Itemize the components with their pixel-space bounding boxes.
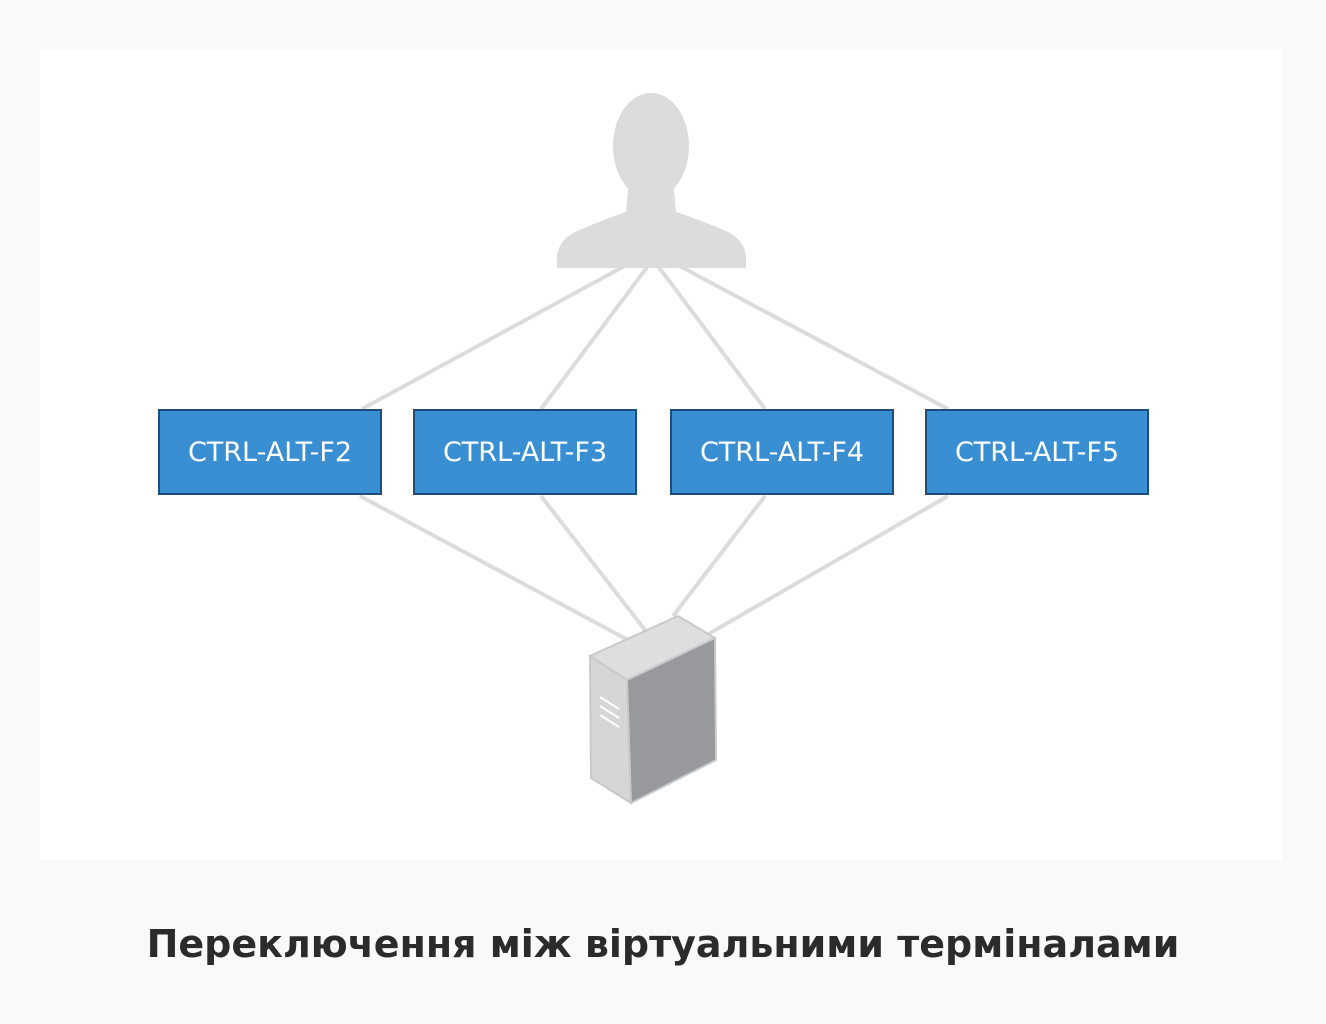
terminal-label-f2: CTRL-ALT-F2 — [187, 436, 353, 468]
connector-f2-server — [359, 494, 629, 642]
connector-user-f2 — [361, 260, 633, 411]
terminal-label-f3: CTRL-ALT-F3 — [442, 436, 608, 468]
connector-user-f4 — [656, 264, 767, 411]
connectors-terminals-to-server — [359, 494, 949, 642]
connector-f3-server — [539, 494, 647, 632]
connector-user-f5 — [671, 260, 949, 411]
connector-f5-server — [704, 494, 949, 638]
user-silhouette-icon — [557, 93, 746, 268]
terminal-box-f3: CTRL-ALT-F3 — [413, 409, 637, 495]
terminal-box-f5: CTRL-ALT-F5 — [925, 409, 1149, 495]
connectors-user-to-terminals — [361, 260, 949, 411]
terminal-label-f4: CTRL-ALT-F4 — [699, 436, 865, 468]
figure-caption: Переключення між віртуальними терміналам… — [146, 922, 1180, 966]
connector-f4-server — [671, 494, 767, 618]
terminal-box-f4: CTRL-ALT-F4 — [670, 409, 894, 495]
connector-user-f3 — [539, 264, 650, 411]
terminal-box-f2: CTRL-ALT-F2 — [158, 409, 382, 495]
server-tower-icon — [587, 614, 718, 805]
terminal-label-f5: CTRL-ALT-F5 — [954, 436, 1120, 468]
